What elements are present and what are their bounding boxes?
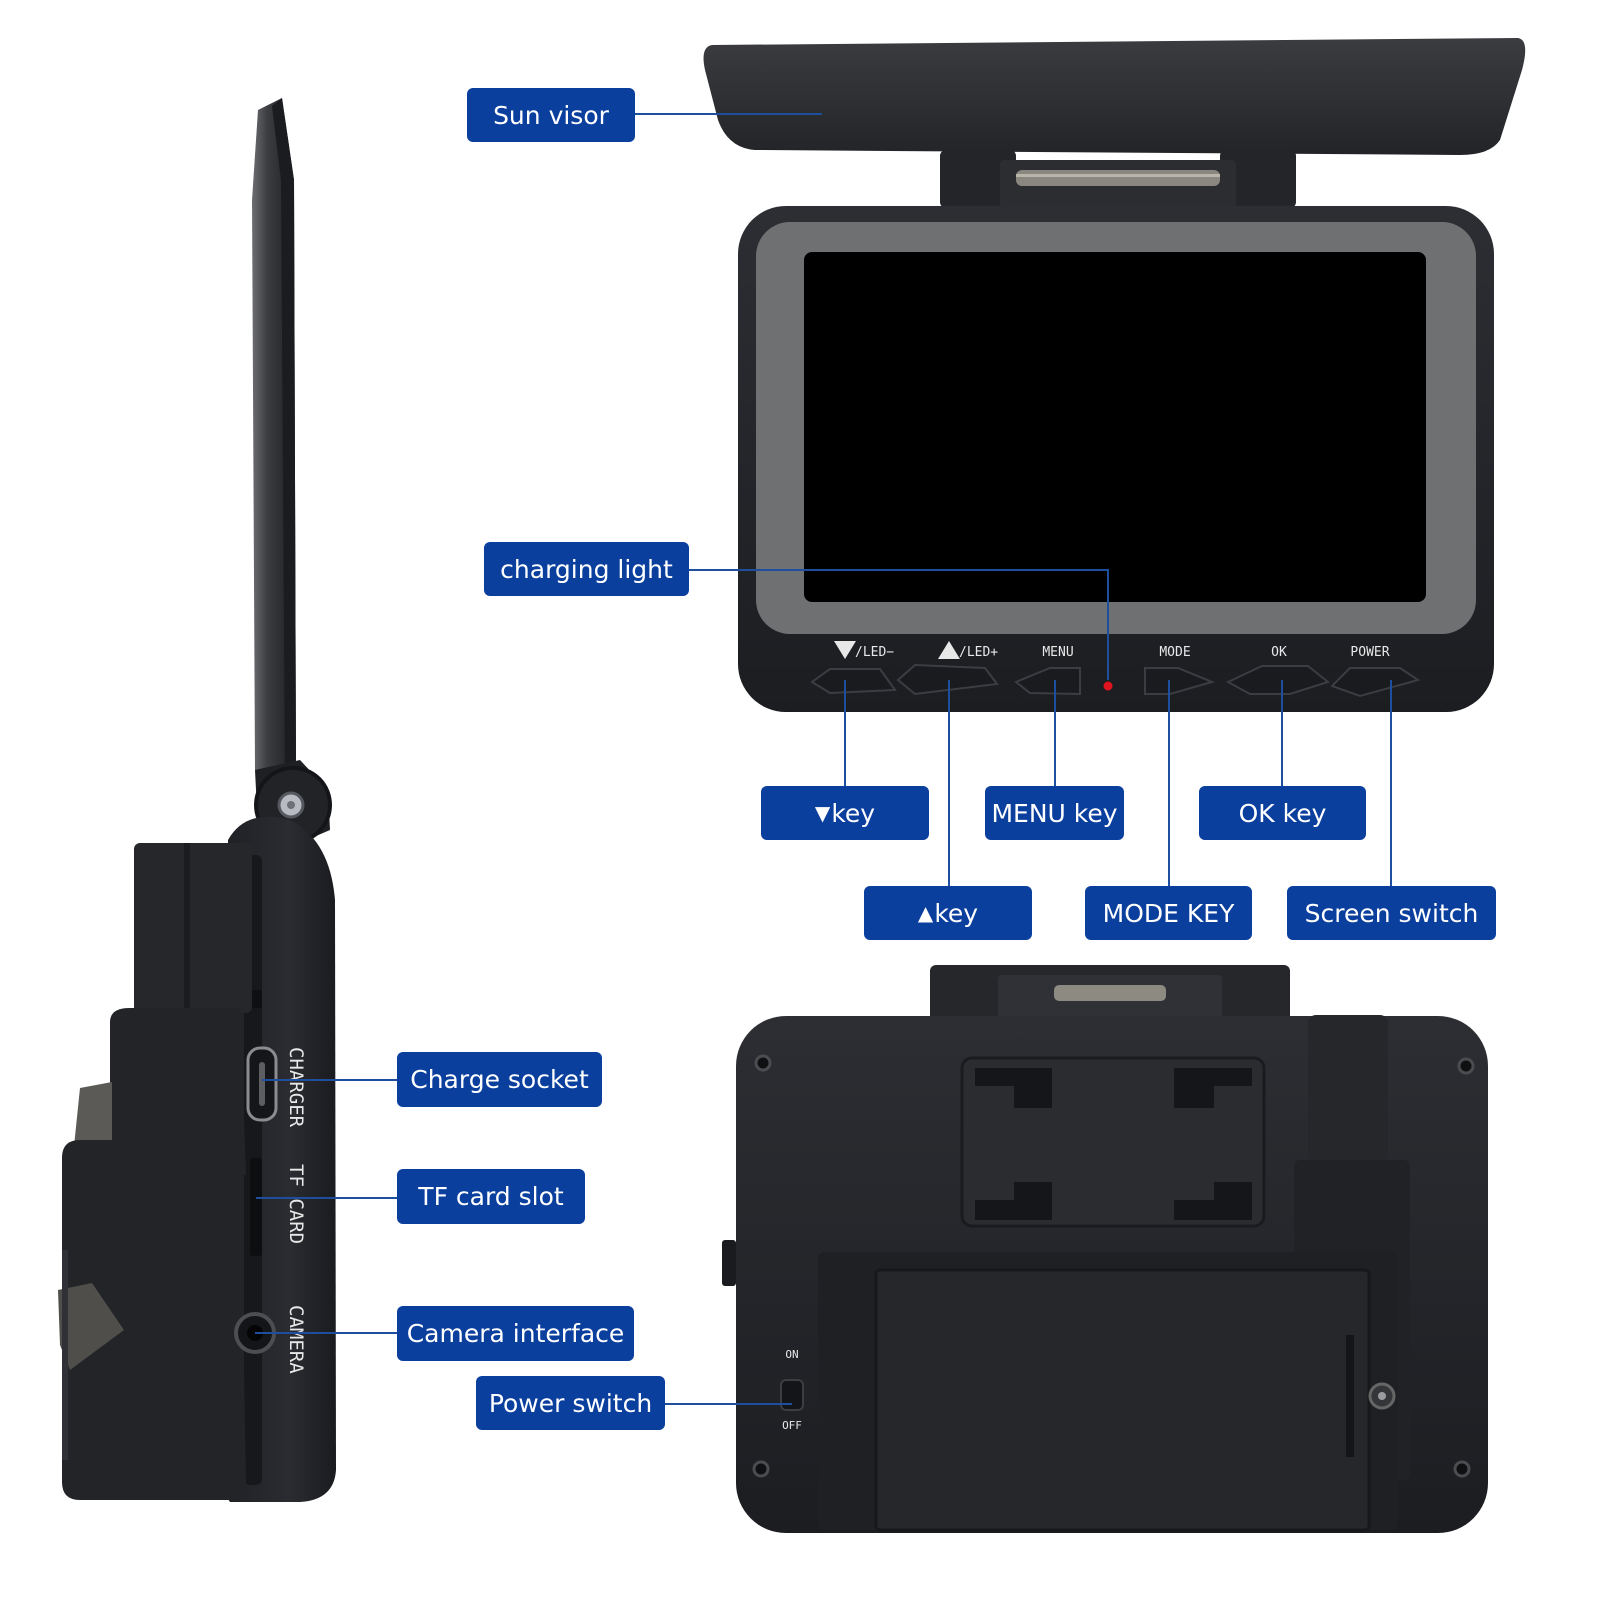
callout-screen-switch: Screen switch xyxy=(1287,886,1496,940)
up-key xyxy=(896,663,999,696)
button-label-ok: OK xyxy=(1271,645,1287,660)
switch-label-on: ON xyxy=(785,1348,798,1361)
side-label-tf-card: TF CARD xyxy=(285,1164,307,1244)
callout-text: OK key xyxy=(1238,798,1327,828)
callout-charge-socket: Charge socket xyxy=(397,1052,602,1107)
callout-text: key xyxy=(934,898,979,928)
button-label-menu: MENU xyxy=(1042,645,1073,660)
screws xyxy=(752,1054,1475,1478)
visor-hinge xyxy=(940,150,1296,208)
down-triangle-icon xyxy=(834,641,856,659)
power-key xyxy=(1330,667,1421,698)
up-triangle-icon: ▲ xyxy=(917,901,934,925)
callout-text: Charge socket xyxy=(410,1065,589,1094)
callout-up-key: ▲key xyxy=(864,886,1032,940)
down-triangle-icon: ▼ xyxy=(814,801,831,825)
callout-tf-card-slot: TF card slot xyxy=(397,1169,585,1224)
callout-text: TF card slot xyxy=(418,1182,564,1211)
mounting-plate xyxy=(960,1056,1266,1228)
callout-text: Sun visor xyxy=(493,100,609,130)
sun-visor xyxy=(703,38,1526,155)
callout-charging-light: charging light xyxy=(484,542,689,596)
callout-text: Camera interface xyxy=(406,1319,625,1348)
callout-text: MODE KEY xyxy=(1102,898,1235,928)
menu-key xyxy=(1014,667,1081,696)
callout-camera-interface: Camera interface xyxy=(397,1306,634,1361)
back-view: ON OFF xyxy=(722,965,1488,1533)
screen xyxy=(804,252,1426,602)
callout-text: MENU key xyxy=(991,798,1118,828)
callout-down-key: ▼key xyxy=(761,786,929,840)
callout-text: Screen switch xyxy=(1304,898,1479,928)
callout-power-switch: Power switch xyxy=(476,1376,665,1430)
power-switch xyxy=(780,1379,804,1411)
button-label-mode: MODE xyxy=(1159,645,1190,660)
side-label-charger: CHARGER xyxy=(285,1047,307,1128)
callout-sun-visor: Sun visor xyxy=(467,88,635,142)
mode-key xyxy=(1144,667,1216,695)
side-label-camera: CAMERA xyxy=(285,1305,307,1374)
callout-menu-key: MENU key xyxy=(985,786,1124,840)
side-view: CHARGER TF CARD CAMERA xyxy=(58,98,336,1502)
button-label-power: POWER xyxy=(1350,645,1389,660)
callout-text: charging light xyxy=(500,554,673,584)
side-battery-pack xyxy=(58,843,252,1500)
callout-text: Power switch xyxy=(488,1388,653,1418)
callout-text: key xyxy=(831,798,876,828)
up-triangle-icon xyxy=(938,641,960,659)
button-label-led-plus: /LED+ xyxy=(959,645,998,660)
front-keys xyxy=(810,663,1421,698)
front-view: /LED− /LED+ MENU MODE OK POWER xyxy=(703,38,1526,712)
callout-ok-key: OK key xyxy=(1199,786,1366,840)
tf-card-slot xyxy=(250,1158,262,1256)
switch-label-off: OFF xyxy=(782,1419,802,1432)
down-key xyxy=(810,668,897,695)
battery-cover xyxy=(818,1252,1398,1532)
callout-mode-key: MODE KEY xyxy=(1085,886,1252,940)
charging-indicator-light xyxy=(1103,681,1113,691)
ok-key xyxy=(1225,665,1331,695)
leader-charging-light xyxy=(688,569,1109,680)
leader-lines xyxy=(255,113,1392,1405)
button-label-led-minus: /LED− xyxy=(855,645,894,660)
